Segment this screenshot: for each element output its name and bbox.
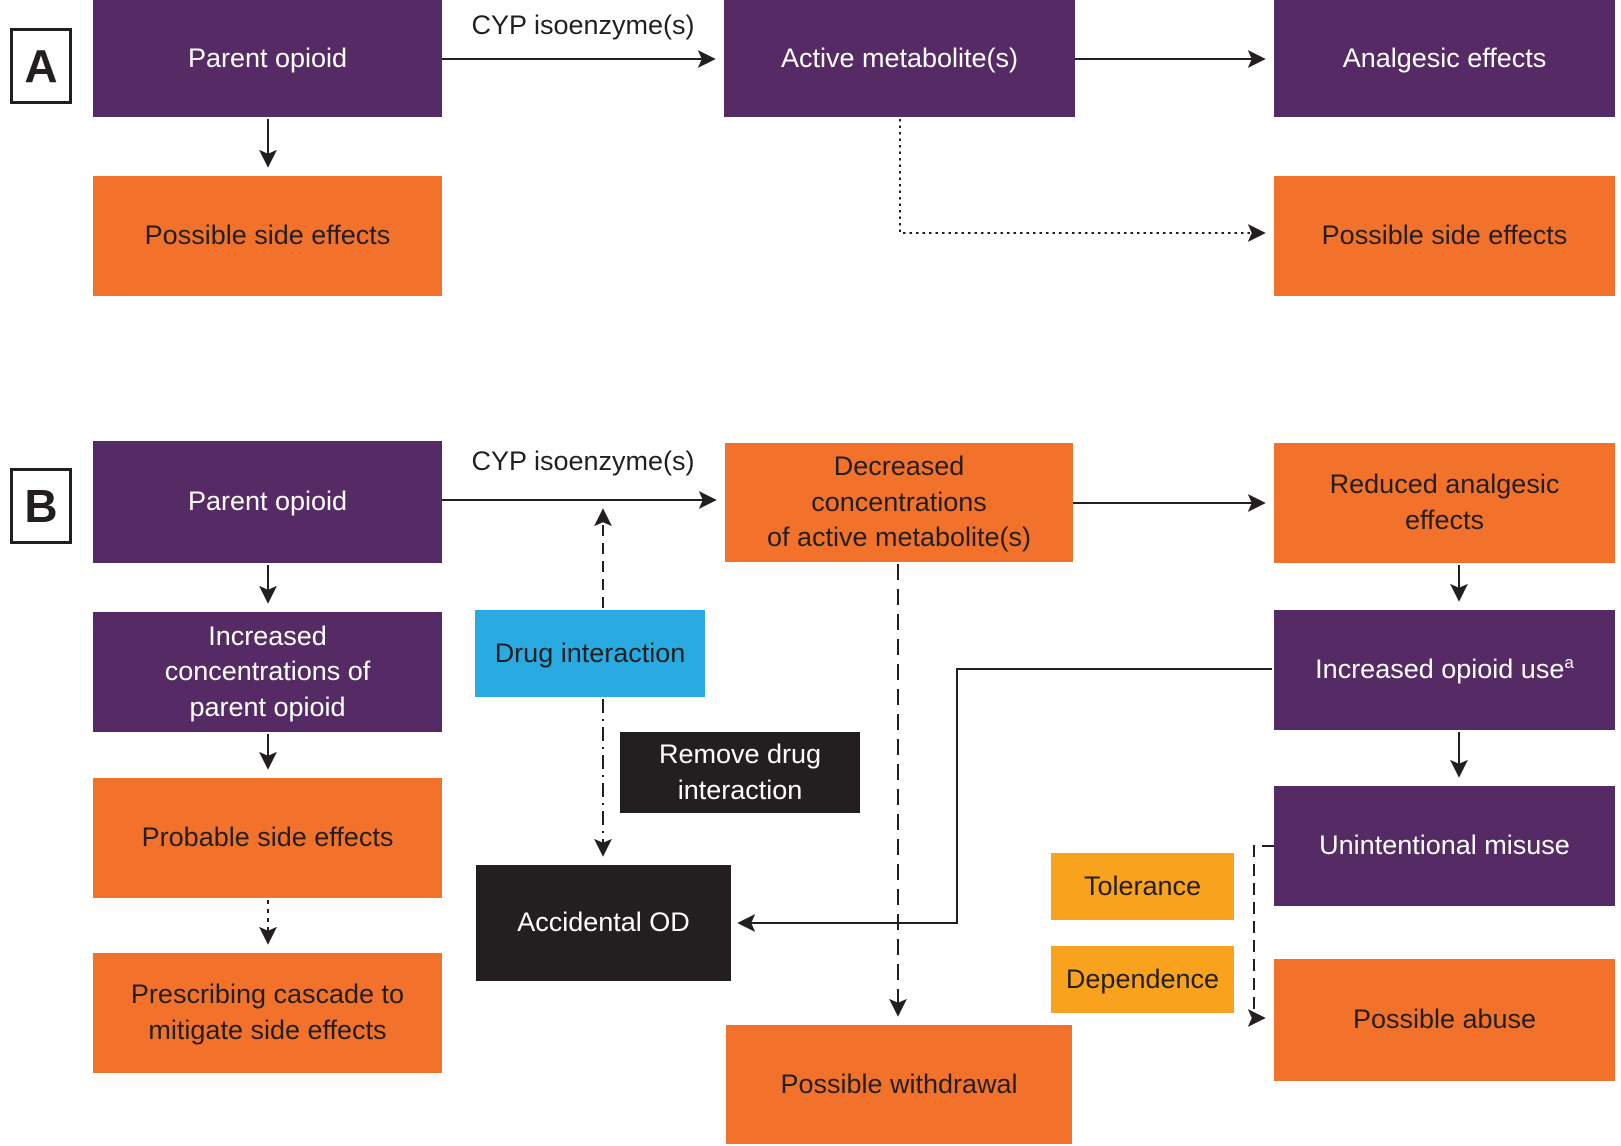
box-b-parent-opioid: Parent opioid [93,441,442,563]
box-a-possible-side-effects-right: Possible side effects [1274,176,1615,296]
box-b-tolerance: Tolerance [1051,853,1234,920]
line-b-increased-use-to-accidental-od [737,668,1272,932]
panel-b-letter: B [24,480,58,532]
panel-a-label: A [10,28,72,104]
cyp-isoenzyme-label-b: CYP isoenzyme(s) [471,446,695,476]
box-a-analgesic-effects: Analgesic effects [1274,0,1615,117]
box-b-dependence: Dependence [1051,946,1234,1013]
box-a-possible-side-effects-left: Possible side effects [93,176,442,296]
box-b-increased-concentrations: Increased concentrations of parent opioi… [93,612,442,732]
box-b-possible-withdrawal: Possible withdrawal [726,1025,1072,1144]
box-b-drug-interaction: Drug interaction [475,610,705,697]
panel-b-label: B [10,468,72,544]
box-b-reduced-analgesic-effects: Reduced analgesic effects [1274,443,1615,563]
dotted-arrow-a-active-to-side-effects [899,119,1266,242]
box-a-active-metabolites: Active metabolite(s) [724,0,1075,117]
cyp-isoenzyme-label-a: CYP isoenzyme(s) [471,10,695,40]
box-b-accidental-od: Accidental OD [476,865,731,981]
box-b-increased-opioid-use: Increased opioid usea [1274,610,1615,730]
box-b-remove-drug-interaction: Remove drug interaction [620,732,860,813]
dashed-arrow-b-misuse-to-abuse [1247,845,1274,1027]
box-b-probable-side-effects: Probable side effects [93,778,442,898]
panel-a-letter: A [24,40,58,92]
box-b-unintentional-misuse: Unintentional misuse [1274,786,1615,906]
box-b-decreased-concentrations: Decreased concentrations of active metab… [725,443,1073,562]
box-b-possible-abuse: Possible abuse [1274,959,1615,1081]
footnote-superscript-a: a [1564,653,1574,673]
box-b-prescribing-cascade: Prescribing cascade to mitigate side eff… [93,953,442,1073]
box-a-parent-opioid: Parent opioid [93,0,442,117]
